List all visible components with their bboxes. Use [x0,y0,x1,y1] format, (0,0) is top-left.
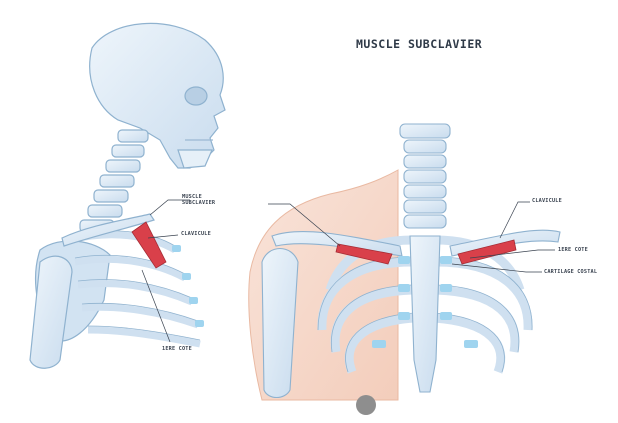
diagram-title: MUSCLE SUBCLAVIER [356,37,482,51]
sternum [410,236,440,392]
front-vertebrae [400,124,450,228]
nipple [356,395,376,415]
label-left-clavicle: CLAVICULE [181,231,211,237]
eye-socket [185,87,207,105]
jaw [178,150,212,168]
label-right-cartilage: CARTILAGE COSTAL [544,269,597,275]
label-left-first-rib: 1ERE COTE [162,346,192,352]
label-right-clavicle: CLAVICULE [532,198,562,204]
label-left-muscle: MUSCLE SUBCLAVIER [182,194,215,206]
label-right-first-rib: 1ERE COTE [558,247,588,253]
